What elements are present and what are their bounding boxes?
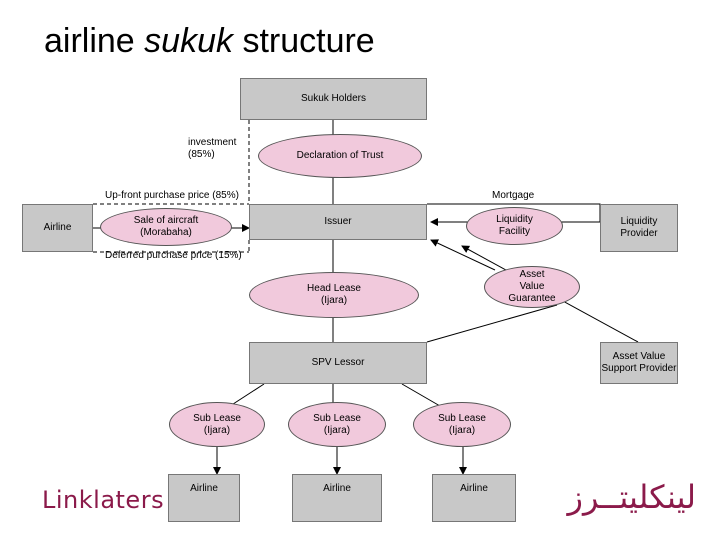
head-lease-oval: Head Lease (Ijara) [249,272,419,318]
sale-of-aircraft-oval: Sale of aircraft (Morabaha) [100,208,232,246]
airline-box-2: Airline [292,474,382,522]
airline-label-3: Airline [460,483,488,494]
airline-box-1: Airline [168,474,240,522]
sub-lease-label-1: Sub Lease (Ijara) [193,412,241,436]
sale-of-aircraft-label: Sale of aircraft (Morabaha) [133,215,199,238]
linklaters-arabic-logo: لينكليتــرز [567,478,697,516]
sub-lease-label-3: Sub Lease (Ijara) [438,412,486,436]
spv-sublease1-line [229,383,265,407]
issuer-label: Issuer [324,216,352,227]
airline-box: Airline [22,204,93,252]
upfront-price-label: Up-front purchase price (85%) [105,190,239,201]
issuer-box: Issuer [249,204,427,240]
head-lease-label: Head Lease (Ijara) [307,283,361,306]
guarantee-arrow-top [430,239,496,271]
liquidity-provider-box: Liquidity Provider [600,204,678,252]
airline-label-2: Airline [323,483,351,494]
guarantee-spv-line [426,304,558,343]
spv-sublease3-line [401,383,441,407]
page-title: airline sukuk structure [44,22,375,60]
airline-box-3: Airline [432,474,516,522]
sub-lease-oval-3: Sub Lease (Ijara) [413,402,511,447]
sub-lease-label-2: Sub Lease (Ijara) [313,412,361,436]
asset-value-support-provider-box: Asset Value Support Provider [600,342,678,384]
liquidity-facility-label: Liquidity Facility [496,214,533,237]
sukuk-holders-label: Sukuk Holders [300,93,367,104]
sub-lease-oval-1: Sub Lease (Ijara) [169,402,265,447]
liquidity-provider-label: Liquidity Provider [620,216,658,239]
asset-value-support-provider-label: Asset Value Support Provider [601,351,677,374]
deferred-price-label: Deferred purchase price (15%) [105,250,242,261]
airline-label: Airline [43,222,72,233]
mortgage-label: Mortgage [492,190,535,201]
airline-label-1: Airline [190,483,218,494]
investment-label: investment (85%) [188,137,237,160]
liquidity-facility-oval: Liquidity Facility [466,207,563,245]
linklaters-logo: Linklaters [42,486,165,514]
declaration-of-trust-oval: Declaration of Trust [258,134,422,178]
spv-lessor-box: SPV Lessor [249,342,427,384]
sukuk-holders-box: Sukuk Holders [240,78,427,120]
sub-lease-oval-2: Sub Lease (Ijara) [288,402,386,447]
spv-lessor-label: SPV Lessor [311,357,365,368]
asset-value-guarantee-oval: Asset Value Guarantee [484,266,580,308]
asset-value-guarantee-label: Asset Value Guarantee [508,269,556,304]
declaration-of-trust-label: Declaration of Trust [296,150,384,161]
